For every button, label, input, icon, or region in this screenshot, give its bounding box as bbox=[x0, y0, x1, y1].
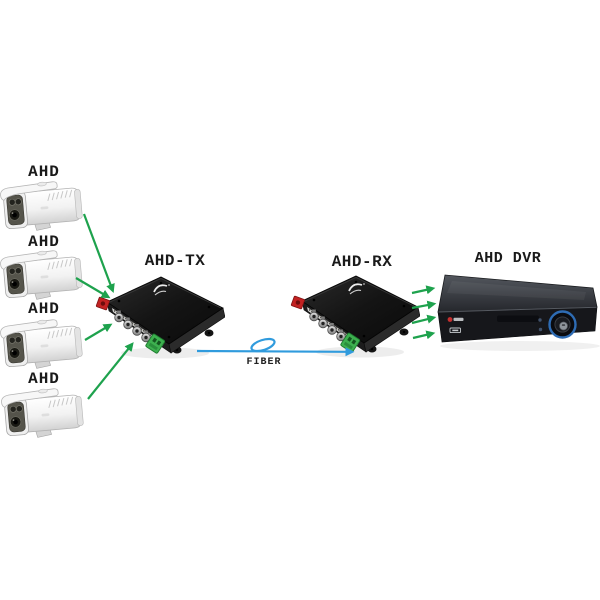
camera-4 bbox=[1, 387, 89, 442]
ir-led-icon bbox=[8, 267, 16, 275]
dvr-front-panel bbox=[437, 306, 598, 343]
fiber-port-icon bbox=[290, 295, 305, 310]
camera-sun-hood bbox=[0, 181, 58, 201]
camera-2-label: AHD bbox=[28, 233, 60, 251]
converter-rx bbox=[290, 249, 420, 361]
usb-port-icon bbox=[449, 327, 461, 334]
fiber-port-icon bbox=[95, 296, 110, 311]
ir-led-icon bbox=[8, 198, 16, 206]
camera-vent-ridges bbox=[48, 396, 74, 409]
ir-led-icon bbox=[14, 198, 22, 206]
fiber-converter-icon bbox=[290, 275, 420, 358]
ir-led-icon bbox=[14, 336, 22, 344]
jog-dial-icon bbox=[548, 310, 577, 339]
camera-2 bbox=[0, 249, 88, 304]
bullet-camera-icon bbox=[0, 250, 83, 300]
ir-led-icon bbox=[14, 267, 22, 275]
receiver-label: AHD-RX bbox=[331, 253, 393, 271]
fiber-loop-icon bbox=[250, 337, 276, 353]
camera-3-label: AHD bbox=[28, 300, 60, 318]
converter-top-face bbox=[106, 276, 224, 345]
dahua-logo-icon bbox=[447, 317, 464, 322]
camera-vent-ridges bbox=[47, 189, 73, 202]
camera-sun-hood bbox=[1, 388, 59, 408]
fiber-converter-icon bbox=[95, 276, 225, 359]
brand-logo-icon bbox=[348, 283, 365, 295]
ir-led-icon bbox=[9, 405, 17, 413]
camera-3 bbox=[0, 318, 88, 373]
converter-tx bbox=[95, 250, 225, 362]
bullet-camera-icon bbox=[0, 319, 83, 369]
panel-button bbox=[538, 318, 542, 322]
ir-led-icon bbox=[8, 336, 16, 344]
camera-vent-ridges bbox=[47, 327, 73, 340]
camera-sun-hood bbox=[0, 250, 58, 270]
bullet-camera-icon bbox=[1, 388, 84, 438]
brand-logo-icon bbox=[153, 284, 170, 296]
bnc-connectors bbox=[309, 309, 346, 342]
bnc-connectors bbox=[114, 310, 151, 343]
recorder-label: AHD DVR bbox=[474, 250, 542, 267]
panel-button bbox=[538, 327, 543, 332]
transmitter-label: AHD-TX bbox=[144, 252, 206, 270]
front-vent-slot bbox=[497, 315, 539, 322]
dvr-chassis-icon bbox=[437, 274, 600, 351]
ir-led-icon bbox=[15, 405, 23, 413]
camera-4-label: AHD bbox=[28, 370, 60, 388]
camera-sun-hood bbox=[0, 319, 58, 339]
camera-vent-ridges bbox=[47, 258, 73, 271]
fiber-link-label: FIBER bbox=[246, 357, 282, 368]
terminal-block-icon bbox=[145, 333, 166, 354]
dvr-top-face bbox=[437, 274, 598, 313]
camera-1 bbox=[0, 180, 88, 235]
camera-1-label: AHD bbox=[28, 163, 60, 181]
bullet-camera-icon bbox=[0, 181, 83, 231]
